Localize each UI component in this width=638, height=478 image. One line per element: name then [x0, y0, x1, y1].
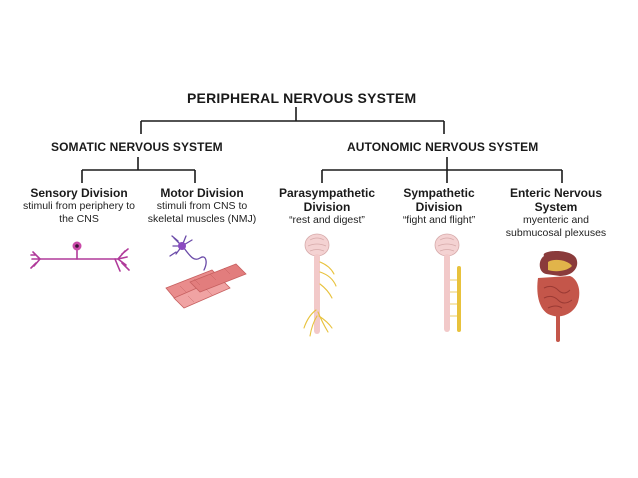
sensory-division-title: Sensory Division	[30, 186, 128, 200]
sensory-neuron-icon	[30, 241, 130, 272]
parasympathetic-division: Parasympathetic Division “rest and diges…	[272, 186, 382, 227]
sensory-division-desc: stimuli from periphery to the CNS	[22, 200, 136, 225]
sympathetic-division: Sympathetic Division “fight and flight”	[398, 186, 480, 227]
motor-neuron-muscle-icon	[165, 235, 247, 309]
digestive-tract-icon	[537, 251, 580, 342]
diagram-title: PERIPHERAL NERVOUS SYSTEM	[187, 90, 417, 106]
enteric-division: Enteric Nervous System myenteric and sub…	[502, 186, 610, 240]
enteric-division-title: Enteric Nervous System	[509, 186, 603, 214]
motor-division: Motor Division stimuli from CNS to skele…	[138, 186, 266, 226]
parasympathetic-nerve-icon	[303, 233, 337, 337]
somatic-heading: SOMATIC NERVOUS SYSTEM	[51, 140, 223, 154]
sympathetic-division-title: Sympathetic Division	[403, 186, 475, 214]
autonomic-heading: AUTONOMIC NERVOUS SYSTEM	[347, 140, 539, 154]
motor-division-title: Motor Division	[160, 186, 244, 200]
motor-division-desc: stimuli from CNS to skeletal muscles (NM…	[147, 200, 257, 225]
sympathetic-division-desc: “fight and flight”	[402, 214, 476, 226]
sensory-division: Sensory Division stimuli from periphery …	[22, 186, 136, 226]
parasympathetic-division-title: Parasympathetic Division	[278, 186, 376, 214]
enteric-division-desc: myenteric and submucosal plexuses	[505, 214, 607, 239]
sympathetic-nerve-icon	[434, 233, 461, 332]
parasympathetic-division-desc: “rest and digest”	[289, 214, 365, 226]
